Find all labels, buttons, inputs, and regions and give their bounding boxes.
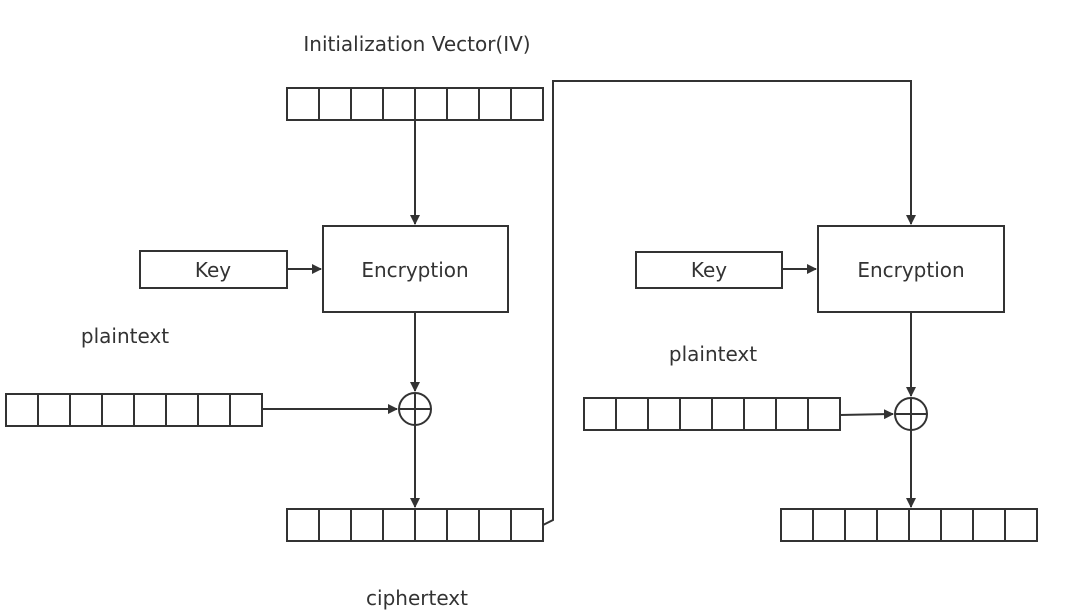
- key-label-right: Key: [691, 258, 727, 282]
- register-cell: [350, 508, 384, 542]
- register-cell: [711, 397, 745, 431]
- xor-icon-left: [398, 392, 432, 426]
- register-cell: [583, 397, 617, 431]
- register-cell: [133, 393, 167, 427]
- register-cell: [286, 87, 320, 121]
- plaintext-label-right: plaintext: [669, 342, 757, 366]
- register-cell: [69, 393, 103, 427]
- register-cell: [1004, 508, 1038, 542]
- arrow-ciphertext-feedback: [542, 80, 916, 526]
- register-cell: [908, 508, 942, 542]
- encryption-label-left: Encryption: [361, 258, 468, 282]
- register-cell: [414, 87, 448, 121]
- register-cell: [807, 397, 841, 431]
- register-cell: [775, 397, 809, 431]
- register-cell: [318, 87, 352, 121]
- register-cell: [972, 508, 1006, 542]
- register-cell: [510, 87, 544, 121]
- xor-icon-right: [894, 397, 928, 431]
- plaintext-label-left: plaintext: [81, 324, 169, 348]
- encryption-box-left: [322, 225, 509, 313]
- encryption-label-right: Encryption: [857, 258, 964, 282]
- register-cell: [37, 393, 71, 427]
- register-cell: [446, 508, 480, 542]
- register-cell: [382, 87, 416, 121]
- arrow-plaintext-to-xor-right: [839, 409, 894, 420]
- output-register-right: [780, 508, 1038, 542]
- register-cell: [286, 508, 320, 542]
- register-cell: [382, 508, 416, 542]
- register-cell: [679, 397, 713, 431]
- ciphertext-register: [286, 508, 544, 542]
- register-cell: [5, 393, 39, 427]
- register-cell: [510, 508, 544, 542]
- register-cell: [478, 508, 512, 542]
- encryption-box-right: [817, 225, 1005, 313]
- register-cell: [812, 508, 846, 542]
- register-cell: [876, 508, 910, 542]
- register-cell: [940, 508, 974, 542]
- register-cell: [743, 397, 777, 431]
- register-cell: [197, 393, 231, 427]
- register-cell: [647, 397, 681, 431]
- key-box-left: [139, 250, 288, 289]
- register-cell: [844, 508, 878, 542]
- register-cell: [615, 397, 649, 431]
- register-cell: [350, 87, 384, 121]
- iv-label: Initialization Vector(IV): [303, 32, 530, 56]
- register-cell: [446, 87, 480, 121]
- register-cell: [165, 393, 199, 427]
- key-box-right: [635, 251, 783, 289]
- plaintext-register-right: [583, 397, 841, 431]
- register-cell: [318, 508, 352, 542]
- ciphertext-label: ciphertext: [366, 586, 468, 610]
- register-cell: [780, 508, 814, 542]
- plaintext-register-left: [5, 393, 263, 427]
- register-cell: [414, 508, 448, 542]
- iv-register: [286, 87, 544, 121]
- register-cell: [478, 87, 512, 121]
- register-cell: [229, 393, 263, 427]
- key-label-left: Key: [195, 258, 231, 282]
- register-cell: [101, 393, 135, 427]
